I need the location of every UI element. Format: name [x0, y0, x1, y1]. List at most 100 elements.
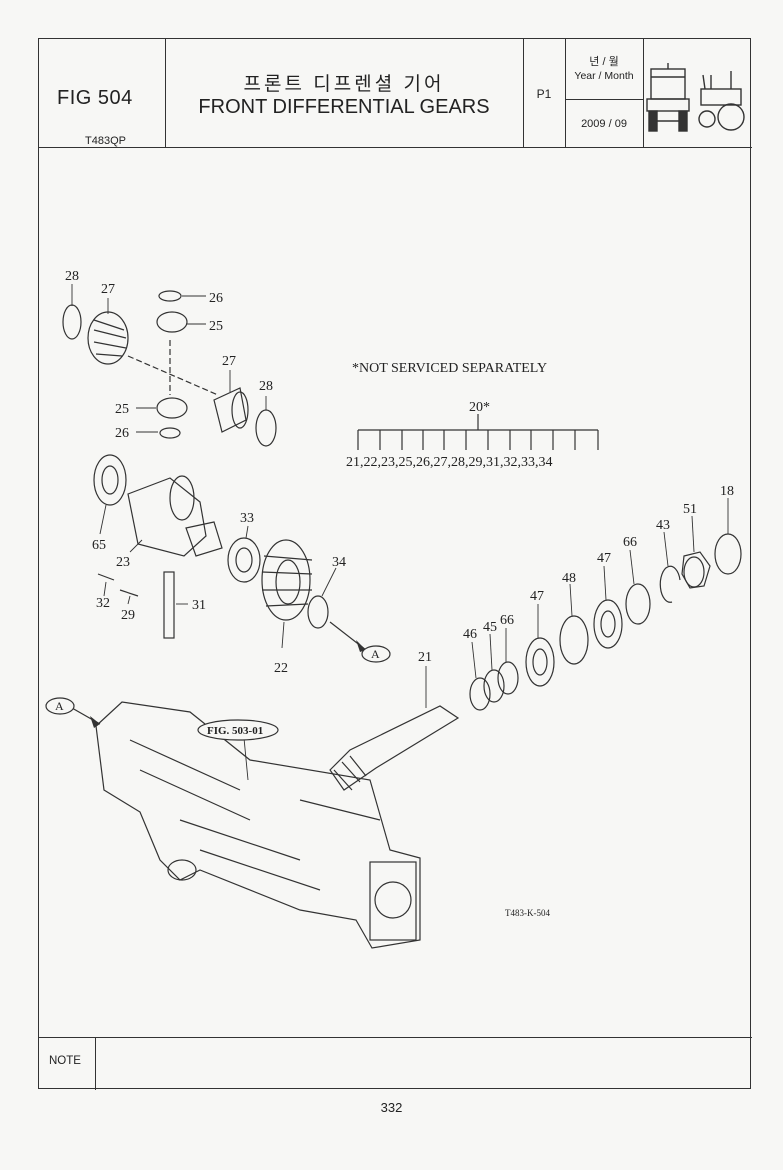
group-label: 20*: [469, 400, 490, 415]
part-label: 47: [530, 589, 544, 604]
leader-line: [99, 504, 107, 535]
header-column-line: [565, 39, 566, 147]
snap-ring: [307, 595, 329, 629]
pinion-shaft-teeth: [333, 755, 367, 791]
leader-line: [243, 737, 249, 781]
parts-sheet-frame: FIG 504 T483QP 프론트 디프렌셜 기어 FRONT DIFFERE…: [38, 38, 752, 1090]
connector-label: A: [55, 699, 64, 713]
arrow-head: [90, 716, 100, 728]
group-members: 21,22,23,25,26,27,28,29,31,32,33,34: [346, 455, 553, 470]
year-month-label: Year / Month: [574, 70, 634, 82]
bearing-shape: [227, 537, 261, 583]
part-label: 48: [562, 571, 576, 586]
year-month-divider: [565, 99, 643, 100]
page-number: 332: [380, 1100, 403, 1115]
header-column-line: [643, 39, 644, 147]
leader-line: [629, 549, 635, 585]
gear-axis-line: [127, 355, 219, 396]
part-label: 27: [222, 354, 236, 369]
note-row-divider: [39, 1037, 752, 1038]
part-label: 18: [720, 484, 734, 499]
nut-shape: [681, 551, 711, 589]
figure-number: FIG 504: [57, 87, 133, 109]
bearing-shape: [525, 637, 555, 687]
part-label: 29: [121, 608, 135, 623]
shim-ring: [469, 677, 491, 711]
part-label: 32: [96, 596, 110, 611]
part-label: 51: [683, 502, 697, 517]
part-label: 21: [418, 650, 432, 665]
reference-label: FIG. 503-01: [207, 725, 263, 737]
page-code: P1: [536, 87, 552, 101]
shim-ring: [483, 669, 505, 703]
leader-line: [245, 525, 249, 539]
pin-shape: [97, 573, 115, 581]
header-divider: [39, 147, 752, 148]
bearing-cup: [559, 615, 589, 665]
leader-line: [129, 539, 143, 553]
note-column-line: [95, 1037, 96, 1090]
arrow-head: [356, 640, 366, 652]
part-label: 25: [115, 402, 129, 417]
part-label: 27: [101, 282, 115, 297]
part-label: 28: [259, 379, 273, 394]
part-label: 47: [597, 551, 611, 566]
pinion-gear-shape: [156, 397, 188, 419]
part-label: 22: [274, 661, 288, 676]
model-code: T483QP: [85, 135, 126, 147]
part-label: 25: [209, 319, 223, 334]
reference-bubble: [197, 719, 279, 741]
side-gear-shape: [87, 311, 129, 365]
bearing-bore: [101, 465, 119, 495]
side-gear-shape: [213, 387, 247, 433]
spacer-ring: [497, 661, 519, 695]
differential-case-shape: [127, 477, 207, 557]
drawing-code: T483-K-504: [505, 908, 550, 918]
leader-line: [691, 515, 695, 553]
side-gear-bore: [231, 391, 249, 429]
thrust-washer-ring: [62, 304, 82, 340]
washer-shape: [158, 290, 182, 302]
part-label: 45: [483, 620, 497, 635]
note-label: NOTE: [49, 1055, 81, 1067]
part-label: 66: [623, 535, 637, 550]
leader-line: [489, 633, 493, 671]
header-column-line: [523, 39, 524, 147]
connector-bubble: [45, 697, 75, 715]
thrust-washer-ring: [255, 409, 277, 447]
part-label: 46: [463, 627, 477, 642]
washer-shape: [159, 427, 181, 439]
pinion-gear-shape: [156, 311, 188, 333]
year-month-label-korean: 년 / 월: [589, 56, 619, 68]
housing-flange: [369, 861, 417, 941]
pin-shape: [119, 589, 139, 597]
part-label: 26: [209, 291, 223, 306]
bearing-bore: [600, 610, 616, 638]
part-label: 43: [656, 518, 670, 533]
not-serviced-note: *NOT SERVICED SEPARATELY: [352, 361, 547, 376]
part-label: 66: [500, 613, 514, 628]
leader-line: [471, 641, 477, 679]
header-column-line: [165, 39, 166, 147]
connector-label: A: [371, 647, 380, 661]
year-month-value: 2009 / 09: [581, 118, 627, 130]
part-label: 33: [240, 511, 254, 526]
page-title: FRONT DIFFERENTIAL GEARS: [198, 96, 490, 118]
axle-housing-detail: [129, 739, 381, 891]
differential-case-flange: [169, 475, 195, 521]
circlip-shape: [659, 565, 681, 603]
leader-line: [127, 595, 131, 605]
part-label: 65: [92, 538, 106, 553]
bearing-bore: [532, 648, 548, 676]
part-label: 26: [115, 426, 129, 441]
differential-case-spline: [185, 521, 223, 557]
connector-bubble: [361, 645, 391, 663]
ring-gear-shape: [261, 539, 311, 621]
part-label: 23: [116, 555, 130, 570]
leader-line: [321, 567, 337, 597]
axle-housing-shape: [95, 701, 421, 949]
part-label: 31: [192, 598, 206, 613]
leader-line: [103, 581, 107, 597]
bearing-shape: [93, 454, 127, 506]
